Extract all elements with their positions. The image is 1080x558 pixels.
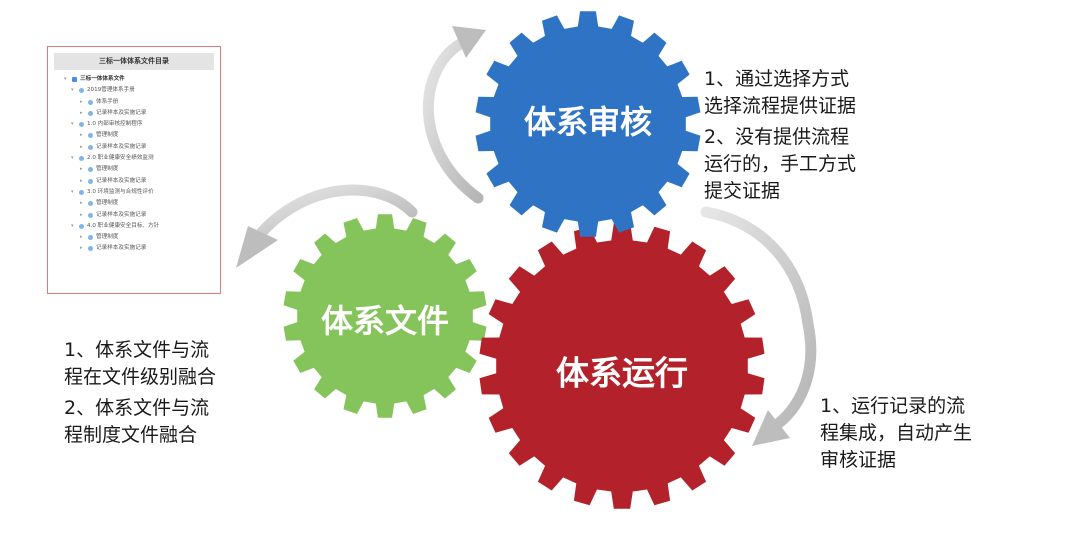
org-chart-icon: [72, 77, 77, 82]
chevron-down-icon[interactable]: ▾: [71, 155, 74, 162]
gear-review-shape: [475, 11, 701, 237]
chevron-right-icon[interactable]: ▸: [80, 234, 83, 241]
note-files-line: 程在文件级别融合: [64, 366, 217, 388]
directory-item-label: 三标一体体系文件: [80, 76, 125, 82]
note-review-line: 1、通过选择方式: [704, 68, 850, 90]
directory-item-label: 3.0 环境监测与合规性评价: [87, 188, 154, 195]
note-files: 1、体系文件与流 程在文件级别融合 2、体系文件与流 程制度文件融合: [64, 337, 216, 449]
directory-item-label: 管理制度: [96, 200, 119, 207]
folder-node-icon: [88, 235, 93, 241]
note-review-line: 提交证据: [704, 180, 781, 202]
gear-review: 体系审核: [475, 11, 701, 237]
folder-node-icon: [79, 88, 84, 94]
directory-item-label: 记录样本及实施记录: [96, 211, 147, 218]
directory-tree: ▾ 三标一体体系文件 ▾ 2019管理体系手册 ▸ 体系手册 ▸ 记录样本及实施记录 ▾ 1.0 …: [48, 74, 220, 255]
folder-node-icon: [88, 178, 93, 184]
note-review: 1、通过选择方式 选择流程提供证据 2、没有提供流程 运行的，手工方式 提交证据: [704, 66, 856, 205]
gear-files-label: 体系文件: [321, 302, 449, 340]
chevron-right-icon[interactable]: ▸: [80, 211, 83, 218]
chevron-right-icon[interactable]: ▸: [80, 200, 83, 207]
folder-node-icon: [88, 110, 93, 116]
directory-item[interactable]: ▸ 记录样本及实施记录: [48, 176, 220, 187]
directory-item-label: 1.0 内部审核控制程序: [87, 121, 143, 128]
gear-run: 体系运行: [479, 223, 765, 509]
gear-files: 体系文件: [283, 214, 487, 418]
directory-item-label: 2.0 职业健康安全绩效监测: [87, 155, 154, 162]
directory-item-label: 记录样本及实施记录: [96, 143, 147, 150]
note-run-line: 程集成，自动产生: [820, 422, 973, 444]
arrow-review-to-run: [700, 206, 817, 446]
directory-title: 三标一体体系文件目录: [54, 53, 214, 70]
chevron-right-icon[interactable]: ▸: [80, 177, 83, 184]
chevron-down-icon[interactable]: ▾: [64, 76, 67, 82]
chevron-right-icon[interactable]: ▸: [80, 143, 83, 150]
chevron-down-icon[interactable]: ▾: [71, 222, 74, 229]
chevron-right-icon[interactable]: ▸: [80, 166, 83, 173]
directory-item[interactable]: ▸ 管理制度: [48, 198, 220, 209]
chevron-down-icon[interactable]: ▾: [71, 87, 74, 94]
note-files-line: 1、体系文件与流: [64, 339, 210, 361]
arrow-review-to-files: [236, 184, 418, 268]
note-files-line: 程制度文件融合: [64, 424, 198, 446]
directory-item[interactable]: ▸ 管理制度: [48, 164, 220, 175]
folder-node-icon: [88, 246, 93, 252]
directory-item[interactable]: ▾ 三标一体体系文件: [48, 74, 220, 85]
chevron-right-icon[interactable]: ▸: [80, 132, 83, 139]
note-review-line: 运行的，手工方式: [704, 153, 857, 175]
directory-item-label: 体系手册: [96, 98, 119, 105]
directory-item[interactable]: ▸ 体系手册: [48, 97, 220, 108]
chevron-down-icon[interactable]: ▾: [71, 121, 74, 128]
note-review-line: 2、没有提供流程: [704, 126, 850, 148]
directory-item-label: 记录样本及实施记录: [96, 177, 147, 184]
directory-item[interactable]: ▾ 2.0 职业健康安全绩效监测: [48, 153, 220, 164]
note-run-line: 审核证据: [820, 449, 897, 471]
directory-item[interactable]: ▾ 1.0 内部审核控制程序: [48, 119, 220, 130]
directory-item-label: 记录样本及实施记录: [96, 245, 147, 252]
chevron-right-icon[interactable]: ▸: [80, 98, 83, 105]
directory-item[interactable]: ▾ 3.0 环境监测与合规性评价: [48, 187, 220, 198]
folder-node-icon: [79, 223, 84, 229]
gear-run-label: 体系运行: [556, 354, 688, 393]
folder-node-icon: [79, 189, 84, 195]
folder-node-icon: [88, 133, 93, 139]
directory-item[interactable]: ▸ 管理制度: [48, 232, 220, 243]
gear-review-label: 体系审核: [524, 103, 652, 141]
folder-node-icon: [88, 144, 93, 150]
directory-item-label: 管理制度: [96, 234, 119, 241]
directory-item-label: 记录样本及实施记录: [96, 109, 147, 116]
folder-node-icon: [88, 212, 93, 218]
note-files-line: 2、体系文件与流: [64, 397, 210, 419]
note-run-line: 1、运行记录的流: [820, 395, 966, 417]
note-review-line: 选择流程提供证据: [704, 95, 857, 117]
directory-item[interactable]: ▸ 记录样本及实施记录: [48, 243, 220, 254]
directory-item[interactable]: ▸ 记录样本及实施记录: [48, 142, 220, 153]
directory-item[interactable]: ▸ 记录样本及实施记录: [48, 108, 220, 119]
directory-panel: 三标一体体系文件目录 ▾ 三标一体体系文件 ▾ 2019管理体系手册 ▸ 体系手册 ▸ 记录样…: [47, 46, 221, 294]
folder-node-icon: [88, 167, 93, 173]
folder-node-icon: [79, 122, 84, 128]
gear-run-shape: [479, 223, 765, 509]
chevron-down-icon[interactable]: ▾: [71, 188, 74, 195]
directory-item[interactable]: ▾ 2019管理体系手册: [48, 85, 220, 96]
directory-item[interactable]: ▾ 4.0 职业健康安全目标、方针: [48, 221, 220, 232]
directory-item-label: 4.0 职业健康安全目标、方针: [87, 222, 160, 229]
folder-node-icon: [88, 99, 93, 105]
chevron-right-icon[interactable]: ▸: [80, 245, 83, 252]
directory-item[interactable]: ▸ 记录样本及实施记录: [48, 210, 220, 221]
directory-item-label: 管理制度: [96, 166, 119, 173]
folder-node-icon: [79, 156, 84, 162]
directory-item[interactable]: ▸ 管理制度: [48, 130, 220, 141]
gear-files-shape: [283, 214, 487, 418]
directory-item-label: 2019管理体系手册: [87, 87, 135, 94]
directory-item-label: 管理制度: [96, 132, 119, 139]
note-run: 1、运行记录的流 程集成，自动产生 审核证据: [820, 393, 972, 474]
chevron-right-icon[interactable]: ▸: [80, 109, 83, 116]
arrow-files-to-review: [422, 26, 486, 204]
folder-node-icon: [88, 201, 93, 207]
